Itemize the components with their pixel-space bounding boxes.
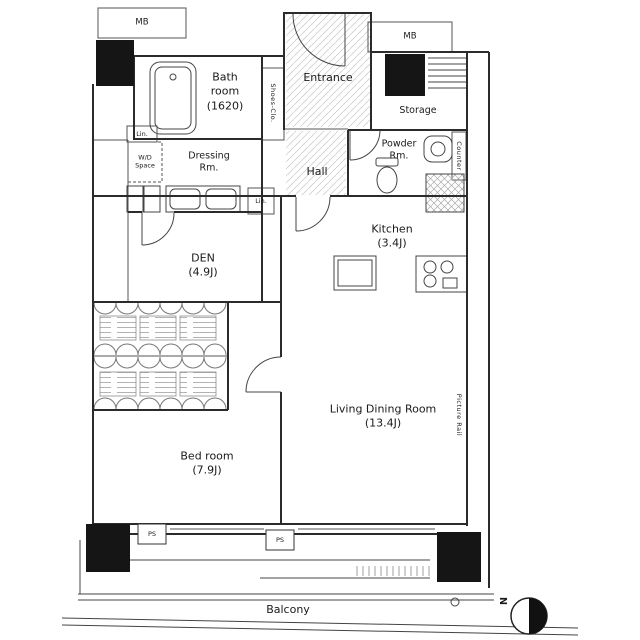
den-door-arc bbox=[141, 212, 175, 246]
vanity-sinks-icon bbox=[126, 185, 241, 213]
bathtub-icon bbox=[149, 61, 197, 135]
room-label-living-dining: Living Dining Room (13.4J) bbox=[329, 402, 437, 430]
balcony-rail bbox=[78, 593, 494, 601]
room-label-den: DEN (4.9J) bbox=[188, 251, 218, 279]
room-label-dressing: Dressing Rm. bbox=[188, 150, 230, 174]
entrance-floor-hatch bbox=[286, 14, 370, 195]
fridge-space-icon bbox=[425, 173, 465, 213]
toilet-icon bbox=[375, 157, 399, 194]
room-label-mb-right: MB bbox=[403, 31, 417, 42]
room-label-counter: Counter bbox=[455, 141, 464, 171]
fixtures bbox=[61, 57, 579, 636]
room-label-linen-upper: Lin. bbox=[136, 129, 148, 138]
balcony-lines bbox=[79, 540, 460, 607]
room-label-entrance: Entrance bbox=[303, 70, 353, 84]
room-label-storage: Storage bbox=[399, 104, 437, 116]
room-label-balcony: Balcony bbox=[266, 602, 310, 616]
structural-columns bbox=[86, 40, 481, 582]
room-label-linen-lower: Lin. bbox=[255, 196, 267, 205]
compass-icon bbox=[510, 597, 548, 635]
powder-door-arc bbox=[349, 129, 381, 161]
room-label-ps-left: PS bbox=[147, 529, 157, 538]
room-label-wd-space: W/D Space bbox=[135, 153, 155, 170]
mb-left-box bbox=[97, 7, 187, 39]
label-picture-rail: Picture Rail bbox=[455, 393, 464, 437]
room-label-mb-left: MB bbox=[135, 17, 149, 28]
powder-sink-icon bbox=[423, 135, 453, 163]
room-label-bath: Bath room (1620) bbox=[206, 70, 244, 113]
room-label-ps-right: PS bbox=[275, 535, 285, 544]
walls bbox=[92, 12, 490, 588]
wd-space-box bbox=[127, 141, 163, 183]
hall-door-arc bbox=[295, 196, 331, 232]
room-label-bedroom: Bed room (7.9J) bbox=[180, 449, 234, 477]
bedroom-door-arc bbox=[245, 356, 282, 393]
stove-icon bbox=[423, 260, 458, 289]
room-label-shoes-closet: Shoes-Clo. bbox=[269, 83, 278, 123]
storage-shelves bbox=[428, 57, 466, 89]
closet-boxes bbox=[99, 315, 217, 397]
ground-line bbox=[61, 617, 579, 636]
room-label-powder: Powder Rm. bbox=[381, 138, 417, 162]
pipe-space-boxes bbox=[137, 523, 295, 551]
room-label-hall: Hall bbox=[306, 164, 328, 178]
compass-north-label: N bbox=[498, 597, 510, 605]
room-label-kitchen: Kitchen (3.4J) bbox=[371, 222, 413, 250]
door-arcs bbox=[141, 13, 381, 393]
entrance-door-arc bbox=[292, 13, 346, 67]
